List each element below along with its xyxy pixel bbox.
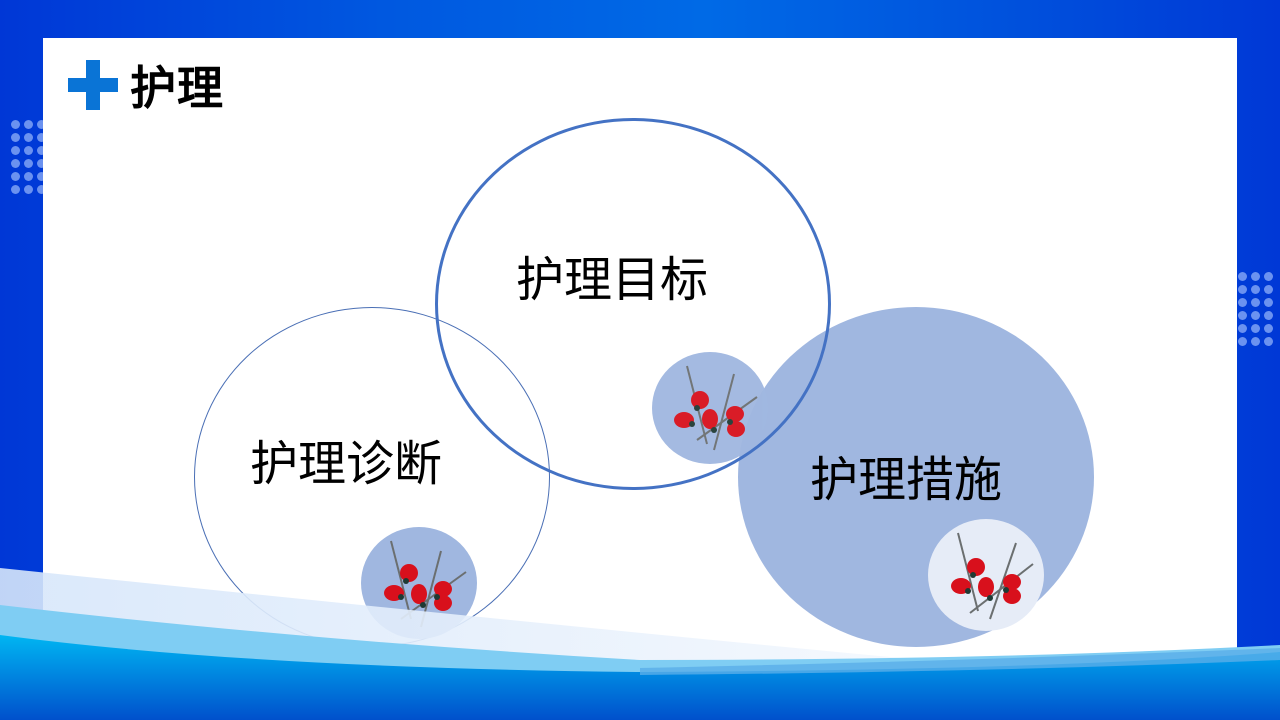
decorative-dot-grid-left xyxy=(11,120,46,194)
label-nursing-measures: 护理措施 xyxy=(810,452,1003,508)
circle-nursing-goals xyxy=(435,118,831,490)
page-title: 护理 xyxy=(130,61,224,115)
label-nursing-goals: 护理目标 xyxy=(516,252,709,308)
slide-header: 护理 xyxy=(68,52,224,118)
plus-icon xyxy=(68,60,118,110)
decorative-dot-grid-right xyxy=(1238,272,1273,346)
label-nursing-diagnosis: 护理诊断 xyxy=(250,436,443,492)
red-flowers-icon xyxy=(951,532,1034,620)
decorative-bottom-waves xyxy=(0,568,1280,720)
flower-badge-measures xyxy=(928,519,1044,631)
red-flowers-icon xyxy=(384,540,467,628)
